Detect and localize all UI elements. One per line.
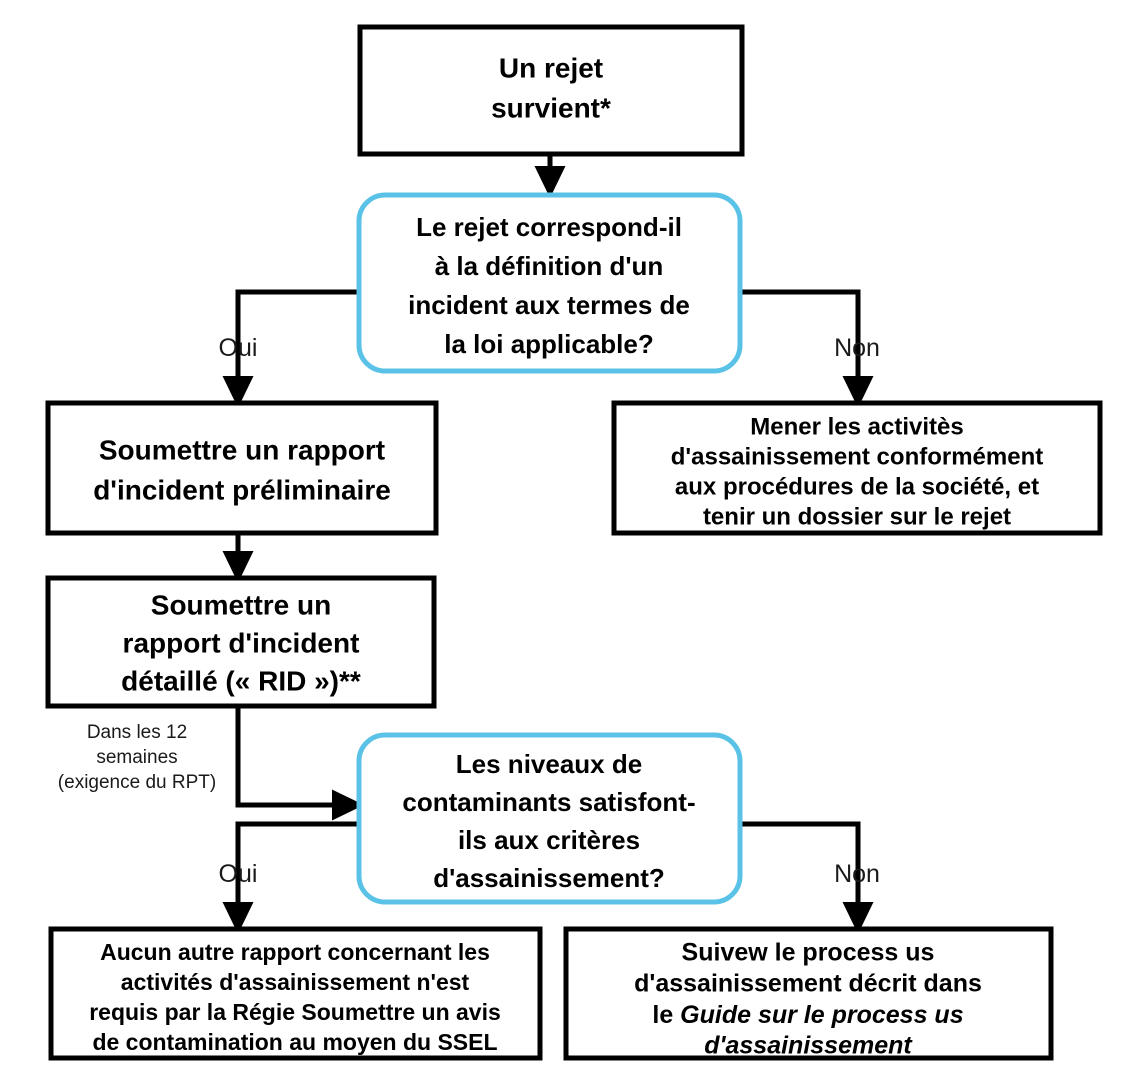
label-decision1-no: Non [834,334,880,362]
connector-decision2-no [740,821,874,934]
preliminary-report-line-2: d'incident préliminaire [93,474,391,505]
label-decision1-yes: Oui [219,334,258,362]
detailed-report-line-1: Soumettre un [151,589,331,620]
no-further-report-line-3: requis par la Régie Soumettre un avis [89,999,501,1025]
decision2-line-2: contaminants satisfont- [402,787,695,817]
no-incident-line-3: aux procédures de la société, et [675,473,1039,500]
node-decision-contaminant-levels: Les niveaux de contaminants satisfont- i… [356,732,743,905]
decision1-line-4: la loi applicable? [444,329,654,359]
decision2-line-4: d'assainissement? [433,863,665,893]
label-decision2-yes: Oui [219,860,258,888]
preliminary-report-line-1: Soumettre un rapport [99,434,385,465]
no-incident-line-1: Mener les activitès [750,413,963,440]
no-further-report-line-2: activités d'assainissement n'est [121,969,470,995]
node-follow-remediation-guide: Suivew le process us d'assainissement dé… [563,926,1054,1061]
timeline-note-line-3: (exigence du RPT) [58,772,216,793]
decision1-line-3: incident aux termes de [408,290,690,320]
node-no-further-report: Aucun autre rapport concernant les activ… [48,926,543,1061]
decision2-line-1: Les niveaux de [456,749,642,779]
decision2-line-3: ils aux critères [458,825,640,855]
connector-decision2-yes [222,821,358,934]
no-further-report-line-4: de contamination au moyen du SSEL [92,1029,497,1055]
connector-detailed-to-decision2 [235,705,364,821]
node-preliminary-report: Soumettre un rapport d'incident prélimin… [45,400,439,536]
no-incident-line-4: tenir un dossier sur le rejet [703,503,1011,530]
node-start: Un rejet survient* [357,24,745,157]
no-further-report-line-1: Aucun autre rapport concernant les [100,939,490,965]
connector-decision1-yes [222,289,358,408]
follow-guide-line-3-title: Guide sur le process us [680,1001,964,1029]
annotation-timeline-note: Dans les 12 semaines (exigence du RPT) [58,722,216,793]
detailed-report-line-3: détaillé (« RID »)** [121,665,361,696]
detailed-report-line-2: rapport d'incident [123,627,360,658]
follow-guide-line-3: le Guide sur le process us [652,1001,963,1029]
node-no-incident-remediation: Mener les activitès d'assainissement con… [611,400,1103,536]
connector-decision1-no [740,289,874,408]
timeline-note-line-1: Dans les 12 [87,722,187,743]
decision1-line-2: à la définition d'un [435,251,664,281]
follow-guide-line-4: d'assainissement [704,1032,913,1060]
timeline-note-line-2: semaines [96,747,177,768]
follow-guide-line-1: Suivew le process us [682,939,935,967]
label-decision2-no: Non [834,860,880,888]
node-start-line-2: survient* [491,92,611,123]
decision1-line-1: Le rejet correspond-il [416,212,682,242]
node-start-line-1: Un rejet [499,52,603,83]
follow-guide-line-2: d'assainissement décrit dans [634,970,982,998]
no-incident-line-2: d'assainissement conformément [671,443,1044,470]
follow-guide-line-3-prefix: le [652,1001,680,1029]
node-decision-incident-definition: Le rejet correspond-il à la définition d… [356,192,743,374]
node-detailed-incident-report: Soumettre un rapport d'incident détaillé… [45,575,437,709]
